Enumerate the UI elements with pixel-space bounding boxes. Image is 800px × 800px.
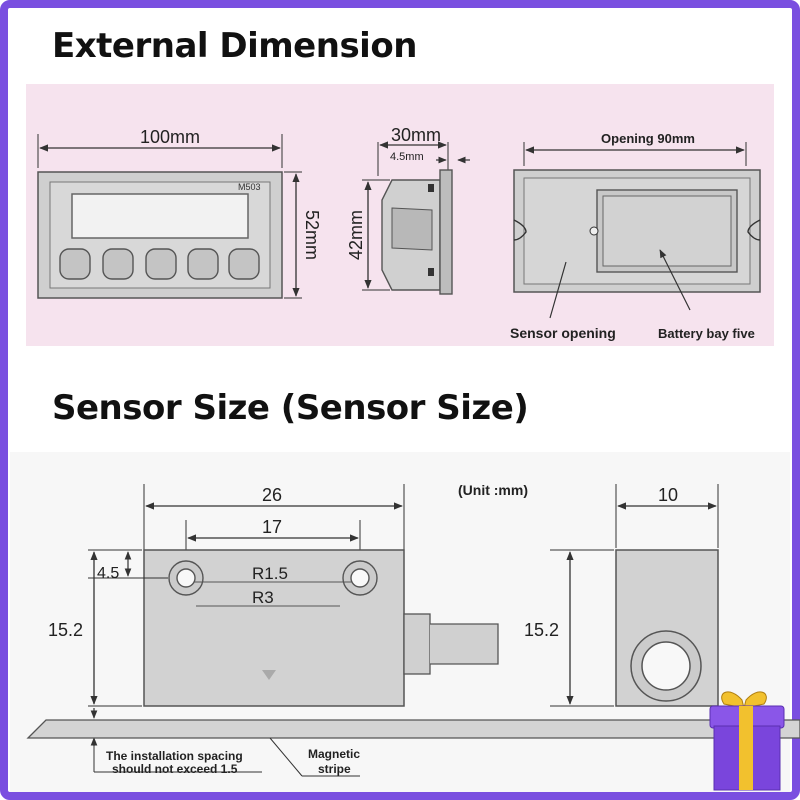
side-inner-label: 4.5mm xyxy=(390,151,424,163)
lcd-screen xyxy=(71,193,249,239)
magnetic-stripe xyxy=(26,719,800,739)
model-label: M503 xyxy=(238,182,261,192)
screw-icon xyxy=(589,226,599,236)
external-dimension-title: External Dimension xyxy=(52,26,417,66)
mount-hole-right-inner xyxy=(350,568,370,588)
front-height-label: 52mm xyxy=(302,210,322,260)
r-large-label: R3 xyxy=(252,588,274,607)
direction-arrow-icon xyxy=(262,670,276,680)
gift-box-icon xyxy=(709,691,785,791)
right-clip-tab xyxy=(747,219,761,241)
cable-boot xyxy=(403,613,431,675)
front-button-4 xyxy=(187,248,219,280)
battery-cover xyxy=(602,195,732,267)
side-view: 30mm 4.5mm 42mm xyxy=(346,125,470,295)
sensor-side-width-label: 10 xyxy=(658,485,678,505)
front-button-1 xyxy=(59,248,91,280)
side-height-label: 42mm xyxy=(346,210,366,260)
sensor-opening-leader xyxy=(549,261,567,319)
r-small-label: R1.5 xyxy=(252,564,288,583)
side-clip xyxy=(391,207,433,251)
front-view: 100mm M503 52mm xyxy=(37,127,322,299)
sensor-size-title: Sensor Size (Sensor Size) xyxy=(52,388,529,428)
unit-label: (Unit :mm) xyxy=(458,482,528,498)
magnetic-leader xyxy=(269,737,303,777)
magnetic-label-line2: stripe xyxy=(318,762,351,776)
sensor-width-label: 26 xyxy=(262,485,282,505)
sensor-side-height-label: 15.2 xyxy=(524,620,559,640)
cable-port-inner xyxy=(641,641,691,691)
mount-hole-left-inner xyxy=(176,568,196,588)
side-depth-label: 30mm xyxy=(391,125,441,145)
hole-offset-label: 4.5 xyxy=(97,565,119,582)
front-buttons xyxy=(59,248,260,280)
install-note-line1: The installation spacing xyxy=(106,749,243,763)
side-latch-top xyxy=(428,184,434,192)
back-view: Opening 90mm Sensor opening Battery bay … xyxy=(510,131,761,341)
sensor-opening-label: Sensor opening xyxy=(510,325,616,341)
battery-bay-label: Battery bay five xyxy=(658,326,755,341)
front-button-3 xyxy=(145,248,177,280)
battery-leader xyxy=(659,249,691,311)
front-button-5 xyxy=(228,248,260,280)
install-note-line2: should not exceed 1.5 xyxy=(112,762,238,776)
front-button-2 xyxy=(102,248,134,280)
sensor-height-label: 15.2 xyxy=(48,620,83,640)
side-flange xyxy=(439,169,453,295)
magnetic-label-line1: Magnetic xyxy=(308,747,360,761)
opening-label: Opening 90mm xyxy=(601,131,695,146)
cable xyxy=(430,623,499,665)
hole-spacing-label: 17 xyxy=(262,517,282,537)
left-clip-tab xyxy=(513,219,527,241)
front-width-label: 100mm xyxy=(140,127,200,147)
side-latch-bottom xyxy=(428,268,434,276)
